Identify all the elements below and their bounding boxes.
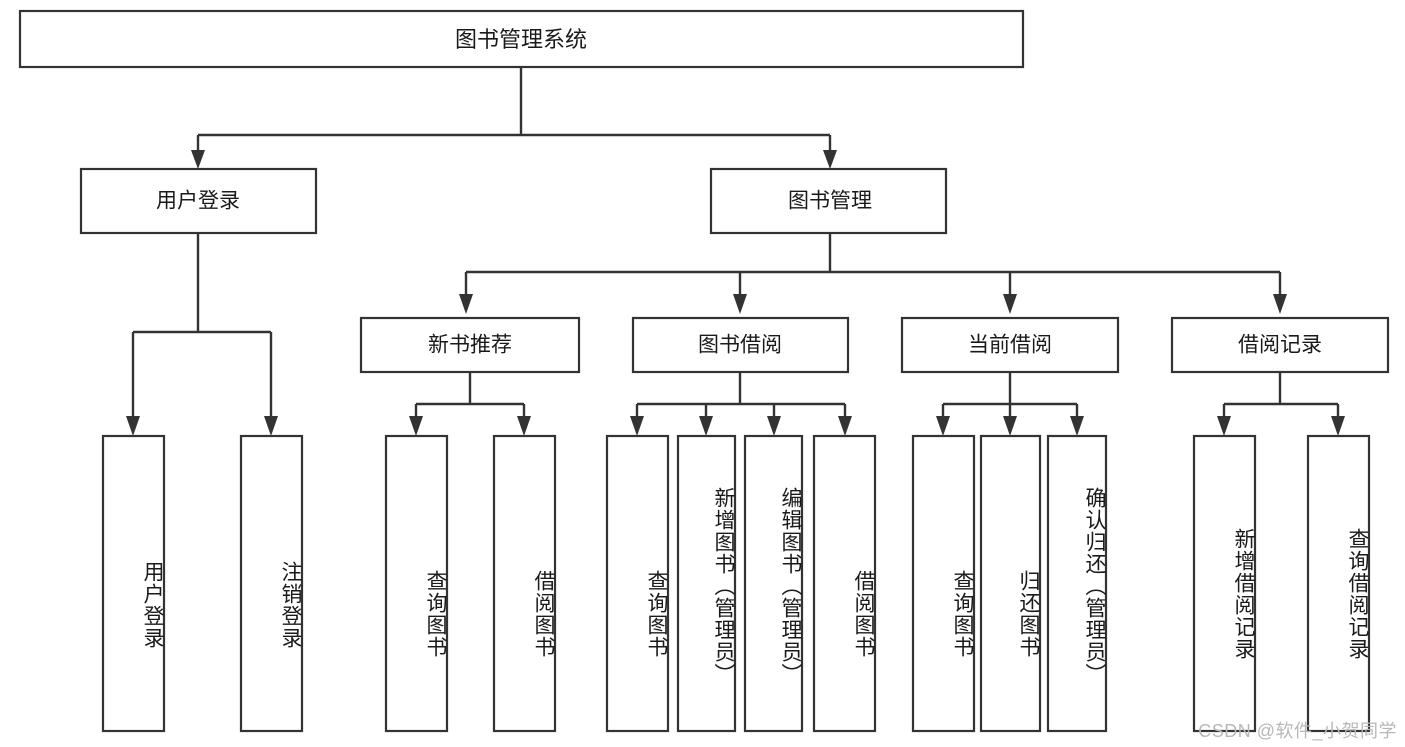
arrow-leaf-edit-book <box>767 416 781 436</box>
arrow-leaf-query-book-2 <box>630 416 644 436</box>
arrow-leaf-query-book-1 <box>409 416 423 436</box>
node-book-manage[interactable]: 图书管理 <box>709 167 948 235</box>
arrow-leaf-borrow-book-1 <box>517 416 531 436</box>
node-root-label: 图书管理系统 <box>455 27 587 52</box>
arrow-to-user-login <box>191 150 205 169</box>
node-root[interactable]: 图书管理系统 <box>18 9 1025 69</box>
node-user-login[interactable]: 用户登录 <box>79 167 318 235</box>
node-user-login-box[interactable] <box>79 167 318 235</box>
arrow-leaf-user-logout <box>264 416 278 436</box>
node-leaf-user-login-box[interactable] <box>101 434 166 733</box>
arrow-leaf-return-book <box>1003 416 1017 436</box>
csdn-watermark: CSDN @软件_小贺同学 <box>1198 721 1397 741</box>
arrow-leaf-confirm-return <box>1070 416 1084 436</box>
arrow-leaf-add-book <box>699 416 713 436</box>
node-leaf-edit-book-box[interactable] <box>743 434 804 733</box>
arrow-to-new-book-recommend <box>459 294 473 314</box>
node-book-manage-box[interactable] <box>709 167 948 235</box>
node-leaf-confirm-return-box[interactable] <box>1046 434 1108 733</box>
connector-group <box>126 67 1345 436</box>
arrow-leaf-borrow-book-2 <box>838 416 852 436</box>
node-leaf-query-record-box[interactable] <box>1306 434 1371 733</box>
leaf-boxes <box>101 434 1371 733</box>
node-borrow-record-box[interactable] <box>1170 316 1390 374</box>
arrow-to-borrow-record <box>1273 294 1287 314</box>
node-current-borrow[interactable]: 当前借阅 <box>900 316 1120 374</box>
node-current-borrow-box[interactable] <box>900 316 1120 374</box>
node-leaf-add-record-box[interactable] <box>1192 434 1257 733</box>
arrow-leaf-user-login <box>126 416 140 436</box>
node-root-box[interactable] <box>18 9 1025 69</box>
arrow-to-book-borrow <box>733 294 747 314</box>
node-leaf-add-book-box[interactable] <box>676 434 737 733</box>
node-leaf-return-book-box[interactable] <box>979 434 1042 733</box>
node-leaf-borrow-book-1-box[interactable] <box>492 434 557 733</box>
node-leaf-user-logout-box[interactable] <box>239 434 304 733</box>
node-leaf-query-book-1-box[interactable] <box>384 434 449 733</box>
node-leaf-borrow-book-2-box[interactable] <box>812 434 877 733</box>
node-leaf-query-book-2-box[interactable] <box>605 434 670 733</box>
arrow-leaf-query-record <box>1331 416 1345 436</box>
node-book-borrow[interactable]: 图书借阅 <box>631 316 850 374</box>
node-current-borrow-label: 当前借阅 <box>968 334 1052 357</box>
node-borrow-record[interactable]: 借阅记录 <box>1170 316 1390 374</box>
node-new-book-recommend-label: 新书推荐 <box>428 334 512 357</box>
node-new-book-recommend-box[interactable] <box>359 316 581 374</box>
node-book-borrow-box[interactable] <box>631 316 850 374</box>
arrow-leaf-add-record <box>1217 416 1231 436</box>
node-borrow-record-label: 借阅记录 <box>1238 334 1322 357</box>
node-new-book-recommend[interactable]: 新书推荐 <box>359 316 581 374</box>
node-book-manage-label: 图书管理 <box>788 190 872 213</box>
arrow-leaf-query-book-3 <box>936 416 950 436</box>
arrow-to-book-manage <box>823 150 837 169</box>
node-user-login-label: 用户登录 <box>156 190 240 213</box>
node-leaf-query-book-3-box[interactable] <box>911 434 976 733</box>
arrow-to-current-borrow <box>1003 294 1017 314</box>
node-book-borrow-label: 图书借阅 <box>698 334 782 357</box>
